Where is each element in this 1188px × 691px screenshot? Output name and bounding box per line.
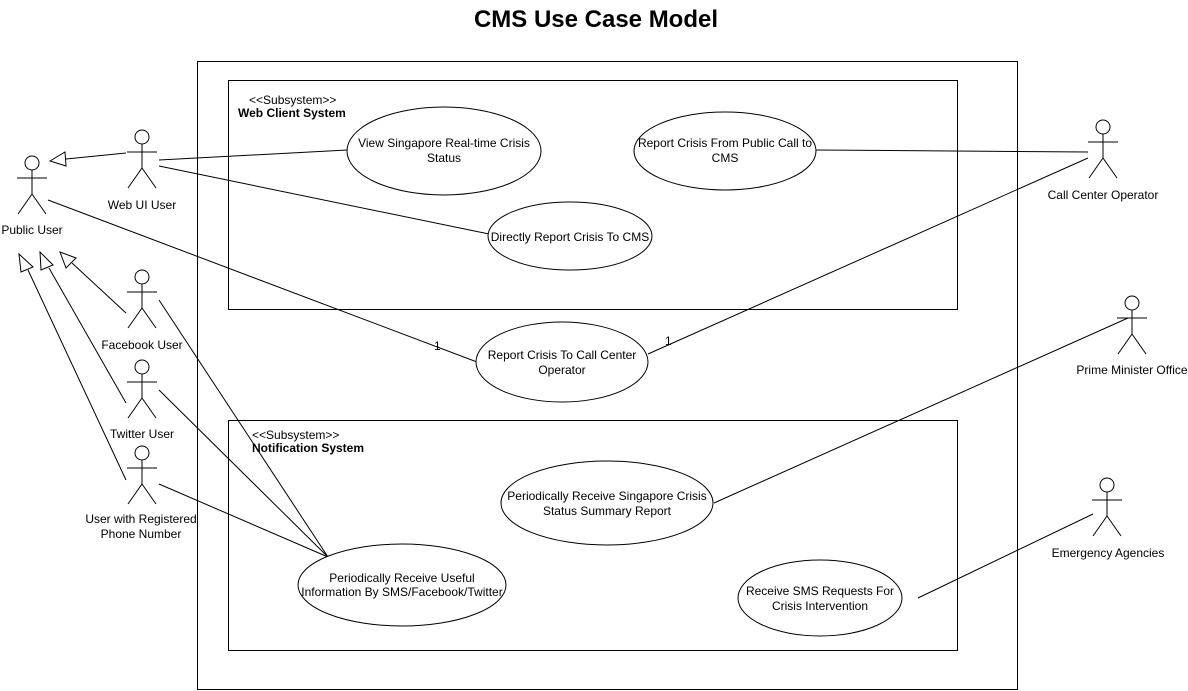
use-case-label-line2: Information By SMS/Facebook/Twitter (301, 585, 502, 599)
actor-emergency-agencies-label: Emergency Agencies (1052, 546, 1165, 560)
gen-facebook-arrowhead (59, 251, 77, 269)
actor-public-user[interactable] (17, 155, 47, 215)
notification-name: Notification System (252, 441, 364, 455)
stick-figure-icon (17, 155, 47, 215)
assoc-twitter-info (158, 389, 329, 558)
use-case-ellipse (737, 559, 903, 637)
actor-facebook-user-label: Facebook User (101, 338, 182, 352)
gen-twitter-line (48, 267, 127, 404)
notification-subsystem-box (228, 420, 958, 651)
assoc-webui-direct-report (158, 165, 490, 235)
use-case-label-line1: Report Crisis To Call Center (488, 348, 637, 362)
actor-emergency-agencies[interactable] (1092, 477, 1122, 537)
actor-facebook-user[interactable] (127, 269, 157, 329)
associations (47, 149, 1129, 599)
gen-facebook-line (71, 262, 127, 314)
use-case-view-status[interactable]: View Singapore Real-time Crisis Status (346, 106, 542, 196)
use-case-label-line1: Periodically Receive Useful (329, 571, 474, 585)
system-boundary (197, 61, 1018, 690)
stick-figure-icon (1117, 295, 1147, 355)
assoc-agencies-sms (917, 513, 1094, 599)
gen-webui-arrowhead (48, 151, 67, 167)
actor-prime-minister-office[interactable] (1117, 295, 1147, 355)
stick-figure-icon (1092, 477, 1122, 537)
use-case-summary-report[interactable]: Periodically Receive Singapore Crisis St… (500, 460, 714, 546)
actor-web-ui-user-label: Web UI User (108, 198, 176, 212)
use-case-label-line1: Directly Report Crisis To CMS (491, 230, 649, 244)
use-case-ellipse (633, 111, 817, 191)
web-client-name: Web Client System (238, 106, 346, 120)
actor-phone-user-label-line1: User with Registered (85, 512, 196, 526)
web-client-stereotype: <<Subsystem>> (249, 93, 336, 107)
use-case-ellipse (475, 321, 649, 403)
use-case-label-line2: Status (427, 151, 461, 165)
use-case-label-line1: View Singapore Real-time Crisis (358, 136, 530, 150)
actor-twitter-user-label: Twitter User (110, 427, 174, 441)
actor-twitter-user[interactable] (127, 359, 157, 419)
actor-public-user-label: Public User (1, 223, 62, 237)
assoc-operator-public-call (815, 149, 1089, 153)
actor-phone-user-label-line2: Phone Number (101, 527, 182, 541)
use-case-ellipse (487, 201, 653, 271)
multiplicity-right: 1 (665, 334, 672, 348)
use-case-ellipse (346, 106, 542, 196)
actor-prime-minister-office-label: Prime Minister Office (1076, 363, 1187, 377)
use-case-label-line2: CMS (712, 151, 739, 165)
stick-figure-icon (127, 269, 157, 329)
use-case-report-public-call[interactable]: Report Crisis From Public Call to CMS (633, 111, 817, 191)
assoc-operator-call-center (647, 157, 1089, 355)
assoc-facebook-info (158, 299, 329, 558)
actor-call-center-operator[interactable] (1088, 119, 1118, 179)
assoc-public-call-center (47, 199, 478, 363)
assoc-pmo-summary (713, 317, 1129, 504)
actor-web-ui-user[interactable] (127, 129, 157, 189)
gen-webui-line (65, 152, 127, 160)
actor-phone-user[interactable] (127, 445, 157, 505)
web-client-subsystem: <<Subsystem>> Web Client System (228, 80, 958, 310)
stick-figure-icon (127, 445, 157, 505)
use-case-label-line1: Periodically Receive Singapore Crisis (507, 489, 706, 503)
gen-phone-line (27, 269, 127, 481)
stick-figure-icon (1088, 119, 1118, 179)
notification-subsystem: <<Subsystem>> Notification System (228, 420, 958, 651)
assoc-phone-info (158, 483, 329, 558)
diagram-title: CMS Use Case Model (474, 6, 718, 33)
actor-call-center-operator-label: Call Center Operator (1048, 188, 1159, 202)
use-case-sms-requests[interactable]: Receive SMS Requests For Crisis Interven… (737, 559, 903, 637)
stick-figure-icon (127, 359, 157, 419)
use-case-ellipse (297, 543, 507, 627)
assoc-webui-view-status (158, 149, 348, 161)
use-case-label-line2: Status Summary Report (543, 504, 672, 518)
use-case-label-line1: Receive SMS Requests For (746, 584, 894, 598)
multiplicity-left: 1 (434, 339, 441, 353)
notification-stereotype: <<Subsystem>> (252, 428, 339, 442)
stick-figure-icon (127, 129, 157, 189)
use-case-label-line2: Crisis Intervention (772, 599, 868, 613)
generalizations (18, 151, 127, 481)
web-client-subsystem-box (228, 80, 958, 310)
use-case-direct-report[interactable]: Directly Report Crisis To CMS (487, 201, 653, 271)
use-case-report-call-center[interactable]: Report Crisis To Call Center Operator (475, 321, 649, 403)
gen-phone-arrowhead (18, 252, 34, 273)
use-case-label-line2: Operator (538, 363, 585, 377)
use-case-ellipse (500, 460, 714, 546)
use-case-label-line1: Report Crisis From Public Call to (638, 136, 812, 150)
use-case-useful-info[interactable]: Periodically Receive Useful Information … (297, 543, 507, 627)
gen-twitter-arrowhead (39, 250, 54, 271)
